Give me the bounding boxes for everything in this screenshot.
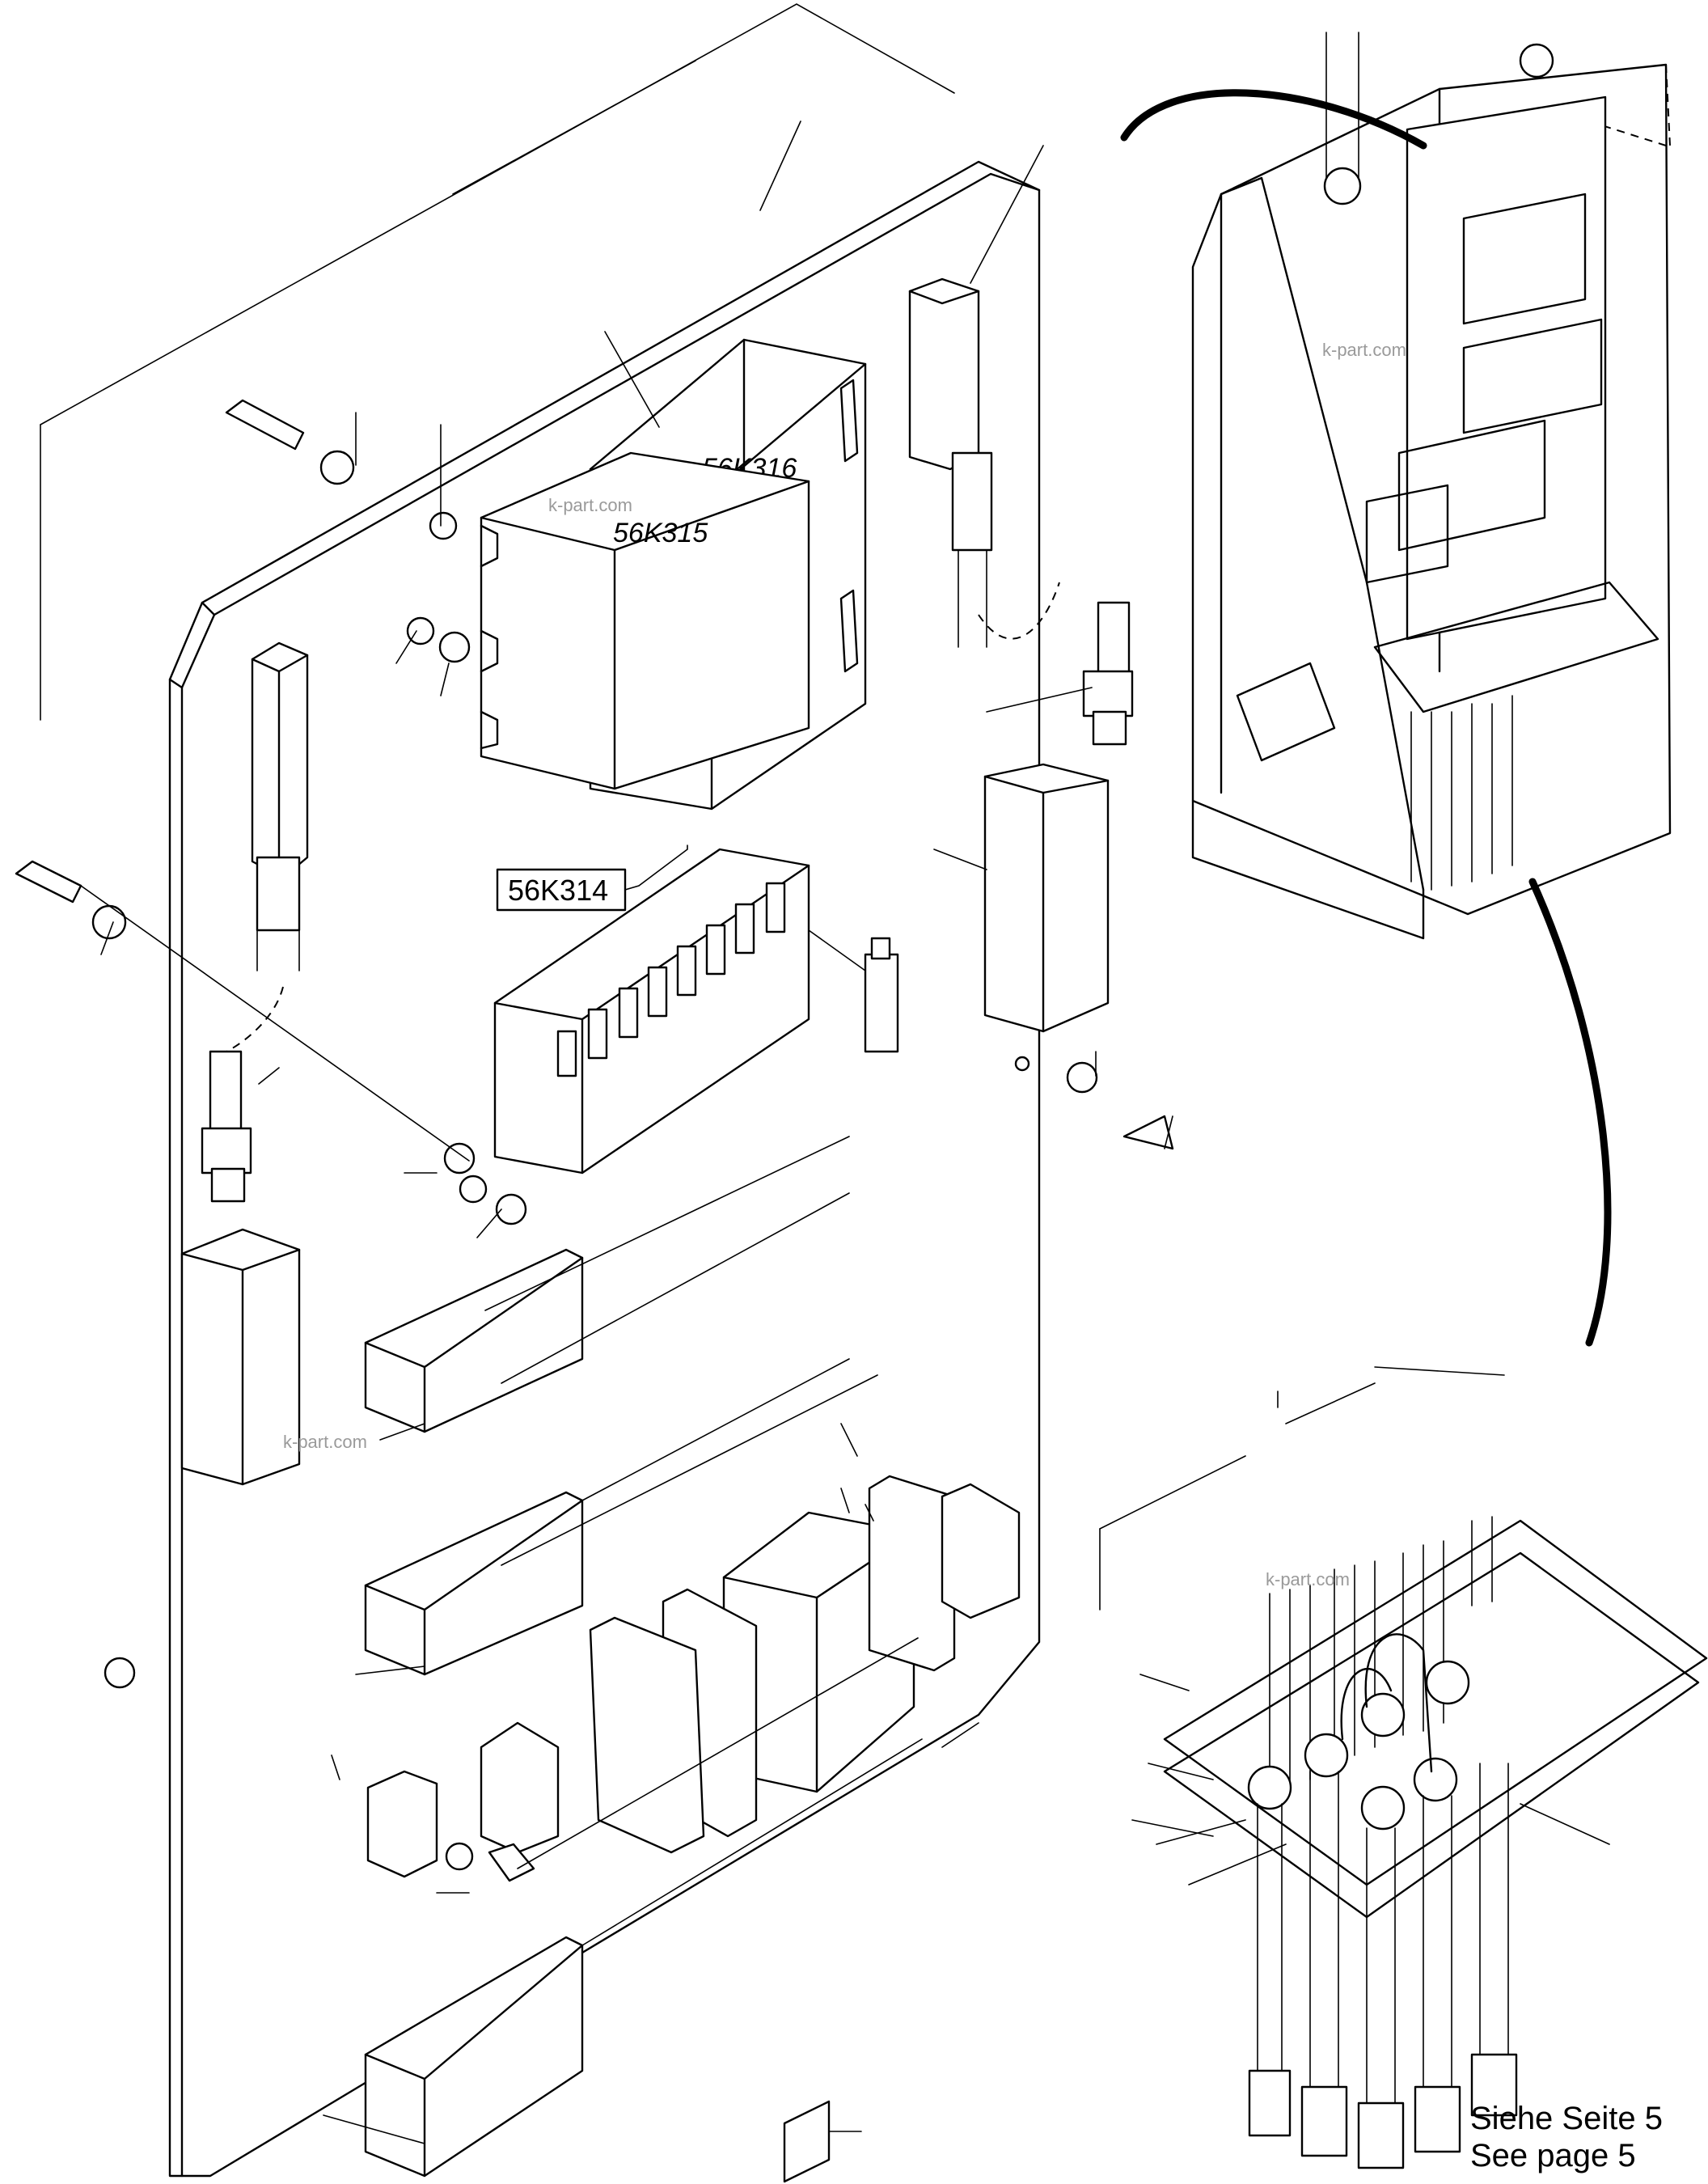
watermark: k-part.com <box>1322 340 1406 360</box>
cable-duct-horizontal-2 <box>364 1491 584 1676</box>
cable-duct-vertical-left <box>180 1228 301 1486</box>
cable-gland-left <box>251 641 309 971</box>
reference-arrow-right <box>1528 878 1612 1347</box>
watermark: k-part.com <box>283 1432 367 1452</box>
cable-gland-top <box>908 277 993 648</box>
detail-leader-lines <box>1131 1674 1610 1886</box>
leader-lines <box>100 121 1173 2144</box>
page-reference-english: See page 5 <box>1470 2138 1636 2173</box>
conduits-detail <box>1248 1763 1518 2169</box>
relay-56k315-label: 56K315 <box>613 518 708 548</box>
cable-bundle-overview <box>1410 695 1513 891</box>
module-56k314-label: 56K314 <box>508 874 608 907</box>
cable-duct-horizontal-1 <box>364 1248 584 1433</box>
page-reference-german: Siehe Seite 5 <box>1470 2101 1663 2136</box>
fitting-left <box>201 1050 252 1203</box>
plug-connector <box>808 929 899 1053</box>
gland-cables-detail <box>1247 1516 1493 1831</box>
cable-duct-vertical-right <box>983 763 1110 1033</box>
relay-56k315: 56K315 <box>480 451 810 790</box>
gland-plate-detail <box>1099 1366 1708 1919</box>
fitting-right <box>1082 601 1134 746</box>
module-56k314: 56K314 <box>493 844 810 1175</box>
page-reference: Siehe Seite 5 See page 5 <box>1470 2100 1663 2174</box>
watermark: k-part.com <box>548 495 632 515</box>
small-terminal <box>366 1721 560 1878</box>
cabinet-overview <box>1191 32 1672 940</box>
watermark: k-part.com <box>1266 1569 1350 1589</box>
reference-arrow-top <box>1120 89 1427 150</box>
cable-duct-horizontal-3 <box>364 1936 584 2178</box>
module-switches <box>556 882 786 1077</box>
